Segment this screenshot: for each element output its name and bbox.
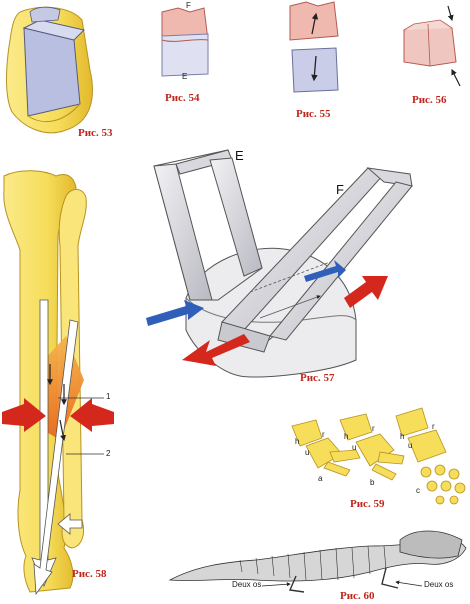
fig56-joint-model xyxy=(403,5,461,87)
fig60-caption: Рис. 60 xyxy=(340,590,375,602)
fig59-label-a: a xyxy=(318,474,323,483)
fig54-label-f: F xyxy=(186,1,191,10)
fig60-label-left: Deux os xyxy=(232,580,262,589)
fig59-label-c: c xyxy=(416,486,420,495)
fig59-hand-skeletons xyxy=(291,407,466,505)
fig58-callout-2: 2 xyxy=(106,449,111,458)
fig55-caption: Рис. 55 xyxy=(296,108,331,120)
fig59-label-b: b xyxy=(370,478,375,487)
fig60-label-right: Deux os xyxy=(424,580,454,589)
fig57-joint-model xyxy=(146,149,413,378)
fig53-bone-drawing xyxy=(6,6,93,134)
fig54-joint-model xyxy=(161,7,209,77)
fig56-caption: Рис. 56 xyxy=(412,94,447,106)
fig53-caption: Рис. 53 xyxy=(78,127,113,139)
fig57-label-f: F xyxy=(336,182,344,197)
fig59-label-h1: h xyxy=(295,437,300,446)
fig58-caption: Рис. 58 xyxy=(72,568,107,580)
fig58-callout-1: 1 xyxy=(106,392,111,401)
fig59-label-u3: u xyxy=(408,441,413,450)
fig55-joint-model xyxy=(289,1,339,93)
fig54-label-e: E xyxy=(182,72,188,81)
fig59-label-r1: r xyxy=(322,430,325,439)
fig59-caption: Рис. 59 xyxy=(350,498,385,510)
fig60-fossil-skeleton xyxy=(168,530,467,593)
fig57-caption: Рис. 57 xyxy=(300,372,335,384)
fig59-label-h3: h xyxy=(400,432,405,441)
fig59-label-r3: r xyxy=(432,422,435,431)
fig57-label-e: E xyxy=(235,148,244,163)
fig58-leg-bones xyxy=(2,170,114,596)
fig59-label-h2: h xyxy=(344,432,349,441)
fig54-caption: Рис. 54 xyxy=(165,92,200,104)
fig59-label-u2: u xyxy=(352,443,357,452)
fig59-label-r2: r xyxy=(372,424,375,433)
fig59-label-u1: u xyxy=(305,448,310,457)
